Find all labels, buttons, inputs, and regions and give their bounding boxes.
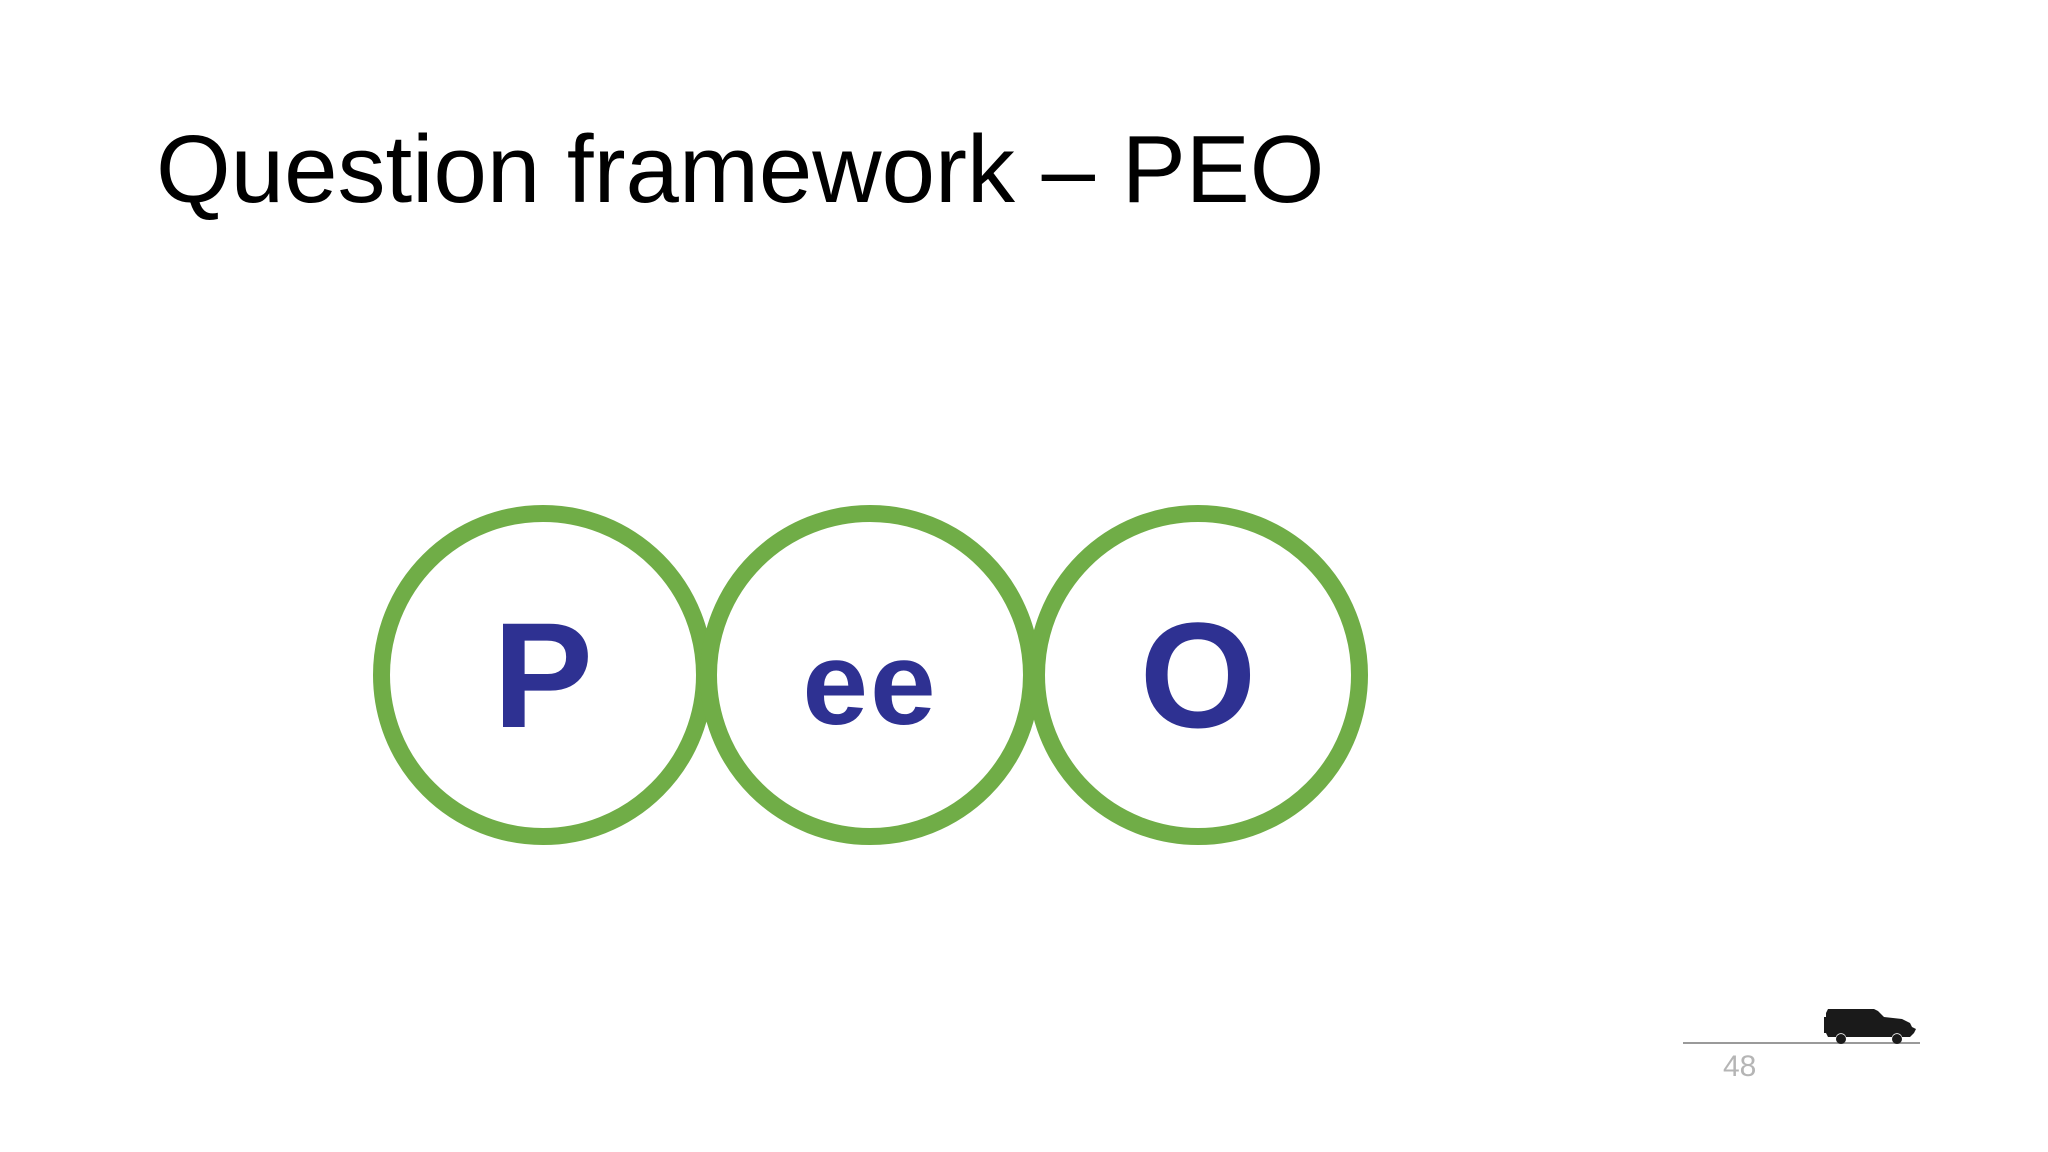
page-number: 48 <box>1723 1050 1757 1083</box>
slide-title: Question framework – PEO <box>156 116 1325 223</box>
circle-letter: O <box>1139 591 1257 759</box>
circle-letter: ee <box>802 618 938 750</box>
car-silhouette-icon <box>1824 1009 1916 1044</box>
footer-line <box>1683 1042 1920 1044</box>
circle-o: O <box>1028 505 1368 845</box>
circle-letter: P <box>492 591 594 759</box>
circle-p: P <box>373 505 713 845</box>
circle-ee: ee <box>700 505 1040 845</box>
